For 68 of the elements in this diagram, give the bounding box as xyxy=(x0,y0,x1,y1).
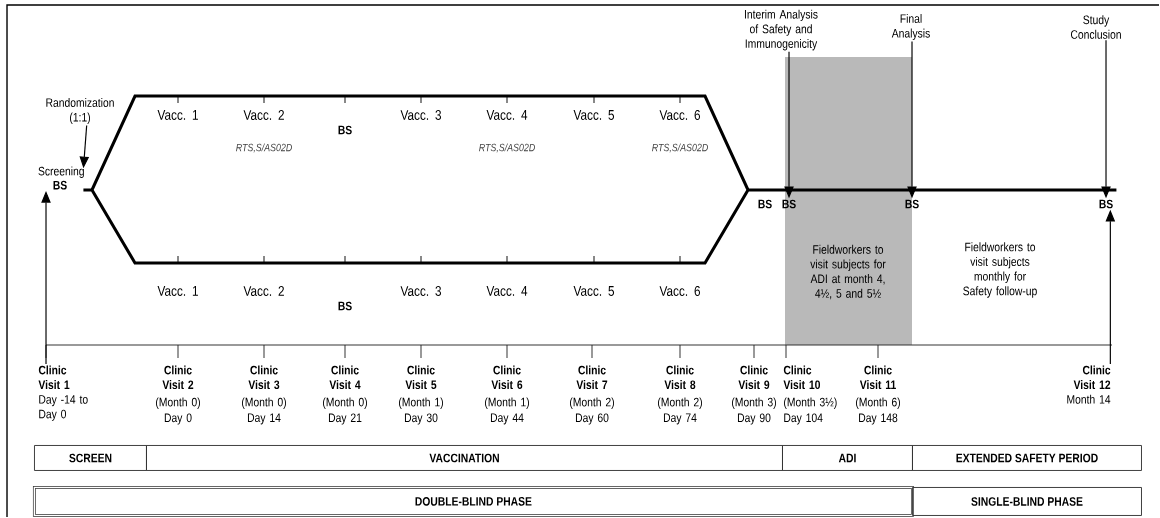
visit-label: (Month 2) xyxy=(658,397,702,409)
visit-label: Day 14 xyxy=(247,413,281,425)
blood-sample-label: BS xyxy=(905,199,919,209)
visit-label: Clinic Visit 11 xyxy=(859,365,896,390)
visit-label: Clinic Visit 8 xyxy=(664,365,696,390)
vaccination-label: Vacc. 6 xyxy=(659,286,700,296)
visit-label: Clinic Visit 4 xyxy=(329,365,361,390)
annotation-text: Randomization (1:1) xyxy=(46,97,114,125)
visit-label: (Month 1) xyxy=(399,397,443,409)
visit-label: Clinic Visit 12 Month 14 xyxy=(1067,365,1111,404)
phase-band: SCREEN xyxy=(34,445,147,471)
vaccination-label: Vacc. 4 xyxy=(486,110,528,120)
visit-label: (Month 2) xyxy=(570,397,614,409)
phase-band: VACCINATION xyxy=(146,445,783,471)
phase-band: DOUBLE-BLIND PHASE xyxy=(32,485,914,517)
visit-label: (Month 3) xyxy=(732,397,776,409)
visit-label: Clinic Visit 3 xyxy=(248,365,280,390)
visit-label: Day 148 xyxy=(859,413,898,425)
annotation-text: Fieldworkers to visit subjects for ADI at month 4, 4½, 5 and 5½ xyxy=(810,244,886,300)
blood-sample-label: BS xyxy=(1099,199,1113,209)
blood-sample-label: BS xyxy=(338,301,352,311)
vaccination-label: Vacc. 4 xyxy=(486,286,528,296)
annotation-text: Screening BS xyxy=(38,166,84,190)
vaccination-label: Vacc. 3 xyxy=(400,110,441,120)
annotation-text: Fieldworkers to visit subjects monthly for Safety follow-up xyxy=(963,242,1037,298)
visit-label: (Month 3½) xyxy=(784,397,837,409)
visit-label: Clinic Visit 6 xyxy=(491,365,523,390)
vaccine-name: RTS,S/AS02D xyxy=(236,143,292,153)
blood-sample-label: BS xyxy=(338,125,352,135)
vaccine-name: RTS,S/AS02D xyxy=(652,143,708,153)
vaccination-label: Vacc. 5 xyxy=(573,286,615,296)
vaccination-label: Vacc. 6 xyxy=(659,110,700,120)
arrow xyxy=(81,94,1118,265)
visit-label: (Month 0) xyxy=(242,397,286,409)
visit-label: Clinic Visit 5 xyxy=(405,365,437,390)
visit-label: Day 0 xyxy=(164,413,192,425)
vaccination-label: Vacc. 2 xyxy=(243,286,284,296)
visit-label: Clinic Visit 7 xyxy=(576,365,608,390)
annotation-text: Interim Analysis of Safety and Immunogenicity xyxy=(745,9,818,51)
visit-label: Day 44 xyxy=(490,413,524,425)
blood-sample-label: BS xyxy=(782,199,796,209)
visit-label: Clinic Visit 1 Day -14 to Day 0 xyxy=(38,365,88,421)
visit-label: Clinic Visit 2 xyxy=(162,365,194,390)
visit-label: Clinic Visit 10 xyxy=(783,365,820,390)
visit-label: Day 30 xyxy=(404,413,438,425)
arrow xyxy=(41,191,51,365)
phase-band: EXTENDED SAFETY PERIOD xyxy=(912,445,1142,471)
visit-label: (Month 0) xyxy=(156,397,200,409)
vaccination-label: Vacc. 1 xyxy=(157,110,198,120)
blood-sample-label: BS xyxy=(758,199,772,209)
vaccination-label: Vacc. 2 xyxy=(243,110,284,120)
vaccination-label: Vacc. 1 xyxy=(157,286,198,296)
visit-label: (Month 6) xyxy=(856,397,900,409)
visit-label: Day 21 xyxy=(328,413,362,425)
phase-band: ADI xyxy=(782,445,913,471)
visit-label: Day 74 xyxy=(663,413,697,425)
visit-label: Clinic Visit 9 xyxy=(738,365,770,390)
visit-label: Day 60 xyxy=(575,413,609,425)
vaccine-name: RTS,S/AS02D xyxy=(479,143,535,153)
vaccination-label: Vacc. 5 xyxy=(573,110,615,120)
visit-label: (Month 1) xyxy=(485,397,529,409)
visit-label: Day 90 xyxy=(737,413,771,425)
annotation-text: Final Analysis xyxy=(891,13,930,41)
annotation-text: Study Conclusion xyxy=(1071,15,1121,39)
vaccination-label: Vacc. 3 xyxy=(400,286,441,296)
phase-band: SINGLE-BLIND PHASE xyxy=(912,487,1142,516)
visit-label: Day 104 xyxy=(784,413,823,425)
visit-label: (Month 0) xyxy=(323,397,367,409)
